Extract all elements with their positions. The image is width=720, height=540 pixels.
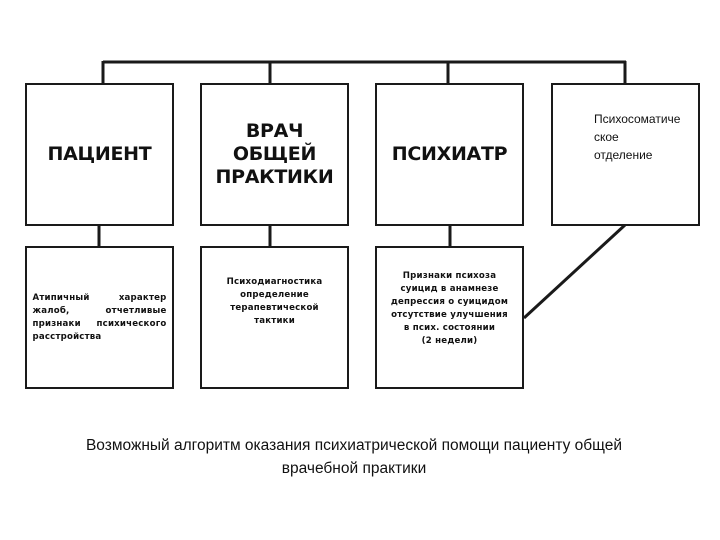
diagram-caption: Возможный алгоритм оказания психиатричес… (85, 437, 623, 477)
patient-box-title: ПАЦИЕНТ (47, 143, 152, 165)
patient-box: ПАЦИЕНТ (25, 83, 174, 226)
gp-box: ВРАЧ ОБЩЕЙ ПРАКТИКИ (200, 83, 349, 226)
psychosomatic-box-title: Психосоматиче ское отделение (594, 112, 681, 162)
psychiatrist-detail-text: Признаки психоза суицид в анамнезе депре… (390, 271, 509, 346)
gp-detail-box: Психодиагностика определение терапевтиче… (200, 246, 349, 389)
gp-box-title: ВРАЧ ОБЩЕЙ ПРАКТИКИ (215, 120, 334, 188)
psychiatrist-detail-box: Признаки психоза суицид в анамнезе депре… (375, 246, 524, 389)
psychiatrist-box: ПСИХИАТР (375, 83, 524, 226)
psychiatrist-box-title: ПСИХИАТР (391, 143, 508, 165)
patient-detail-text: Атипичный характер жалоб, отчетливые при… (32, 292, 167, 342)
patient-detail-box: Атипичный характер жалоб, отчетливые при… (25, 246, 174, 389)
link-psychiatrist-detail-to-psychosomatic (522, 223, 627, 320)
psychosomatic-box: Психосоматиче ское отделение (551, 83, 700, 226)
gp-detail-text: Психодиагностика определение терапевтиче… (226, 277, 323, 326)
